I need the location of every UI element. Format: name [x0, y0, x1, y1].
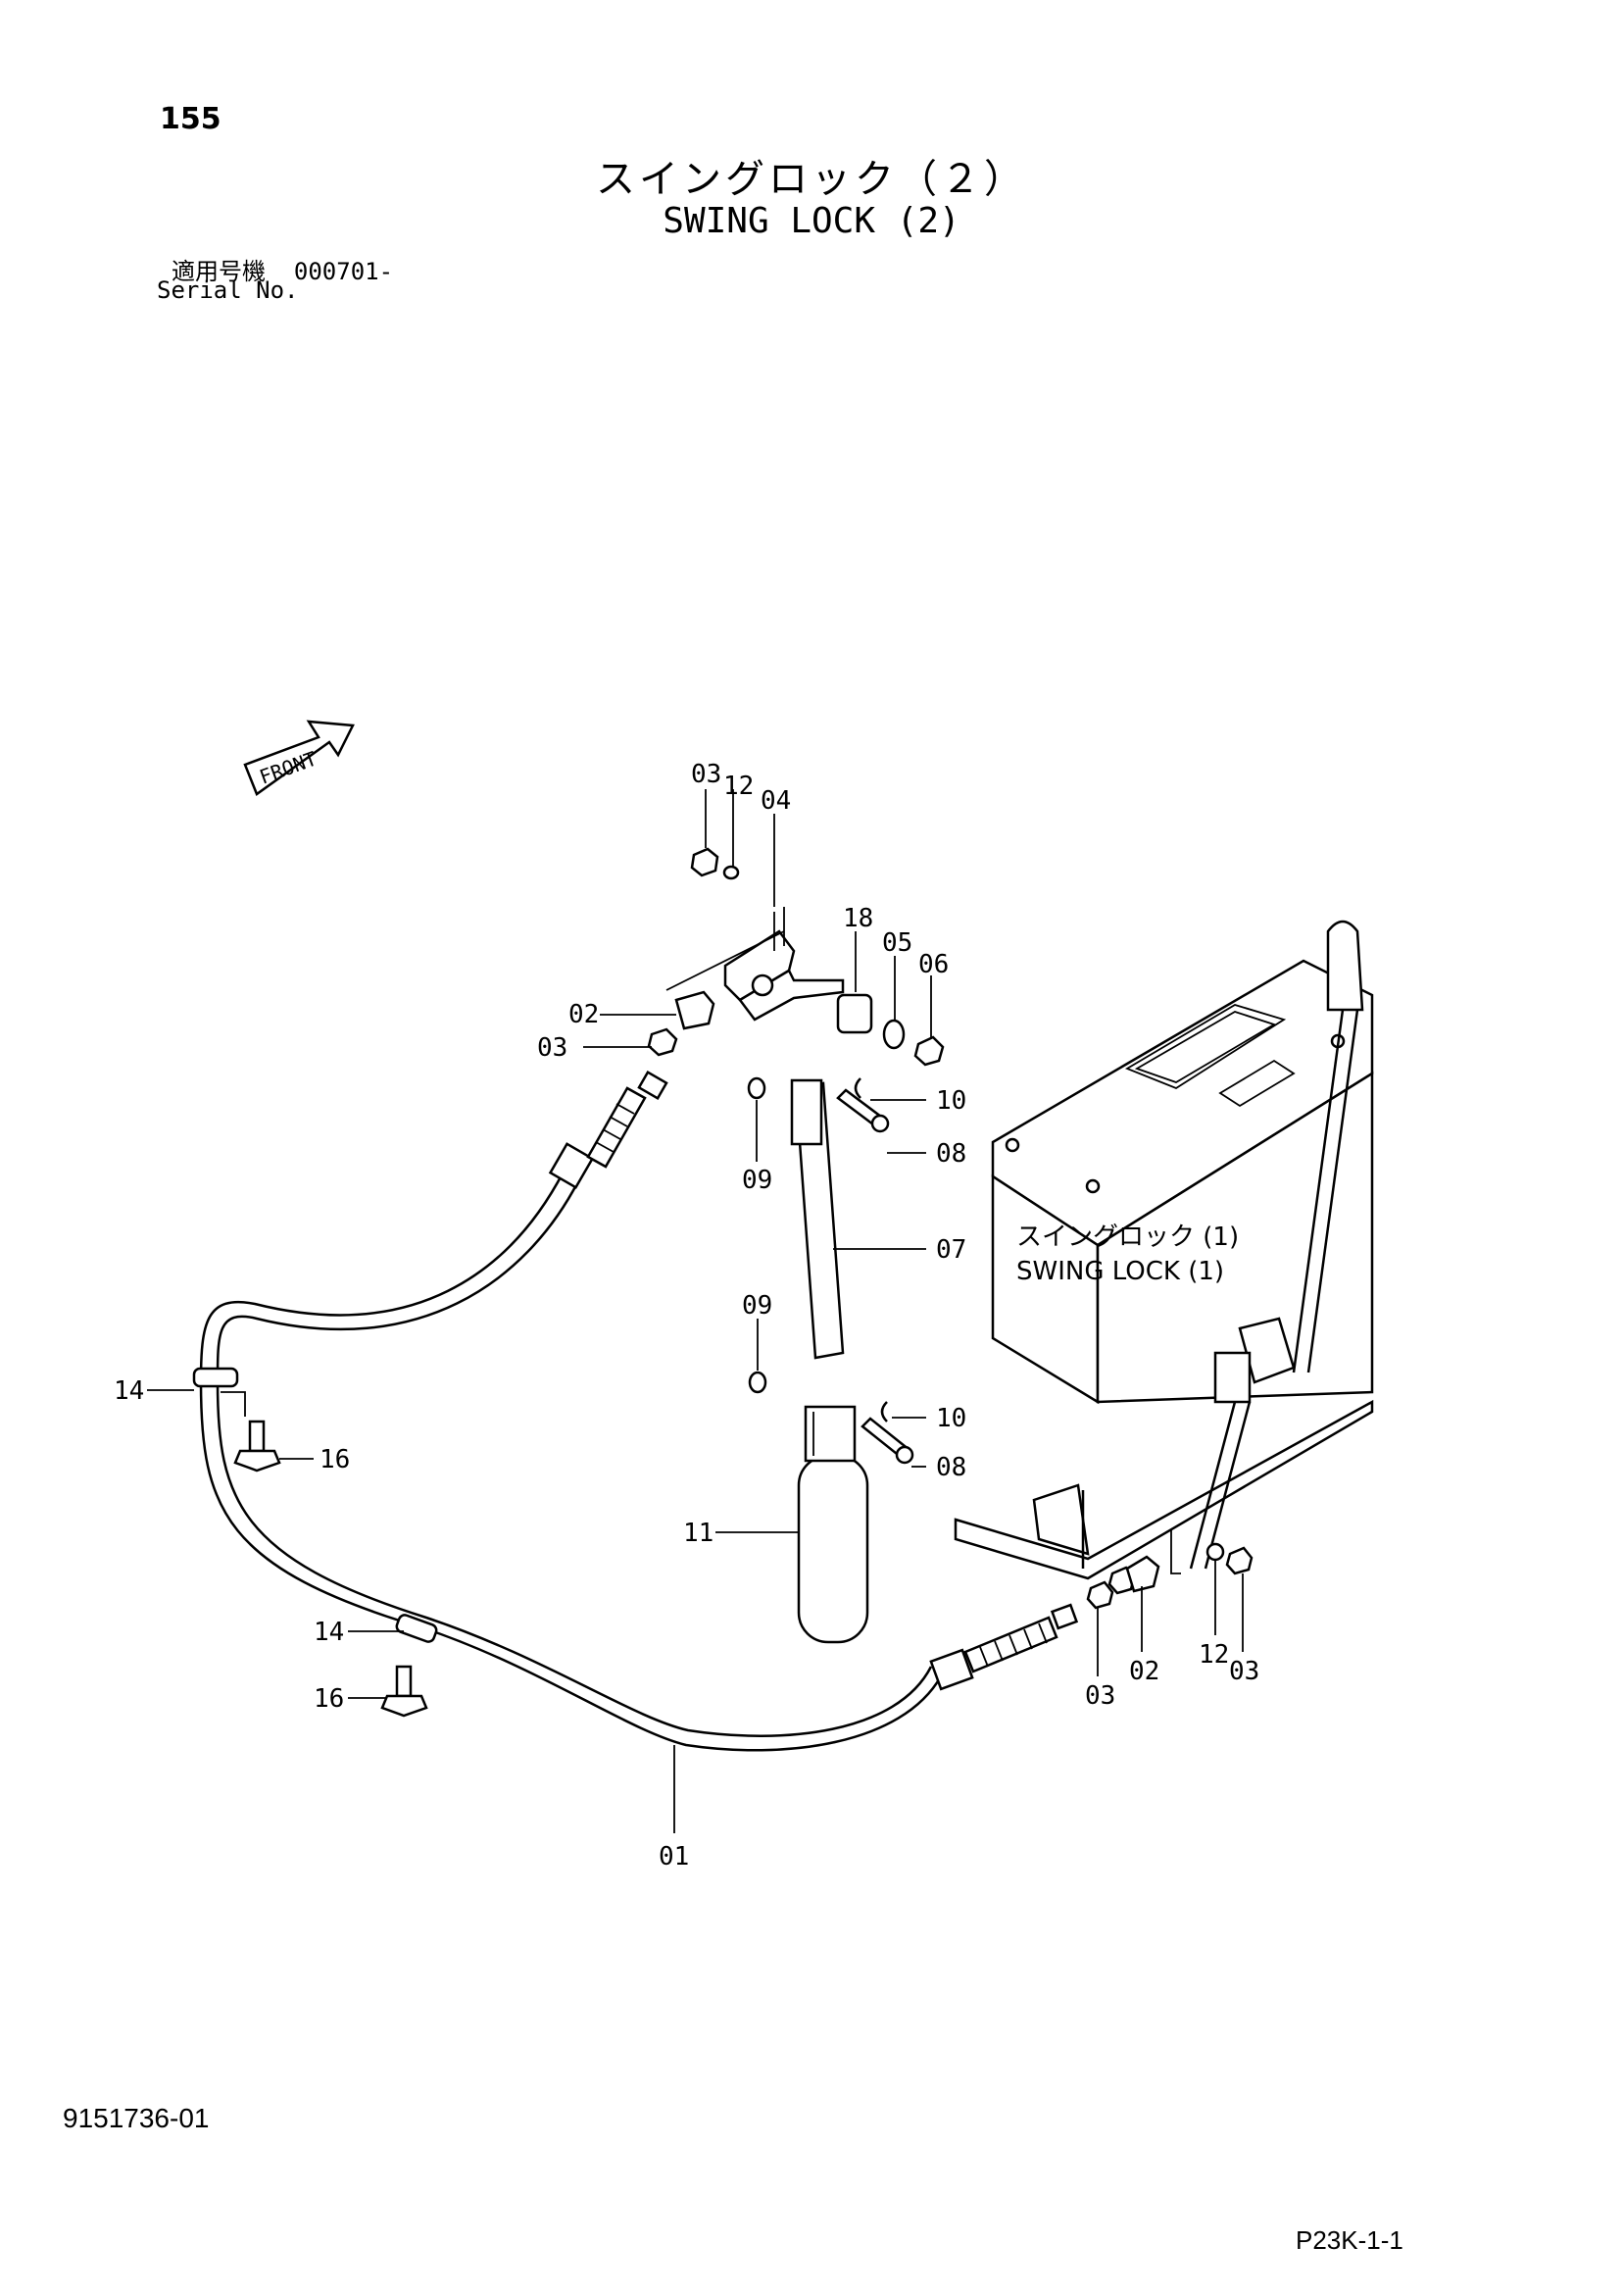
callout-01: 01	[659, 1842, 689, 1872]
washer-09-bottom	[748, 1371, 767, 1394]
washer-05	[882, 1019, 906, 1050]
cylinder	[797, 1405, 869, 1644]
bracket	[665, 907, 845, 1022]
page-number: 155	[160, 102, 221, 136]
callout-03-top: 03	[691, 760, 721, 789]
lever-box	[954, 959, 1374, 1580]
callout-10-top: 10	[936, 1086, 966, 1116]
pin-08-bottom-head	[895, 1445, 914, 1465]
callout-09-top: 09	[742, 1166, 772, 1195]
serial-label-english: Serial No.	[157, 276, 299, 304]
washer-09-top	[747, 1076, 766, 1100]
cable-assembly	[199, 1070, 1079, 1752]
nut-03-bottom-right	[1225, 1546, 1254, 1575]
callout-16-bottom: 16	[314, 1684, 344, 1714]
title-english: SWING LOCK (2)	[663, 201, 960, 241]
cotter-10-top	[854, 1077, 861, 1099]
elbow-fitting-left	[674, 990, 715, 1030]
callout-03-left: 03	[537, 1033, 567, 1063]
nut-06	[913, 1035, 945, 1067]
bolt-upper	[233, 1420, 281, 1472]
callout-08-bottom: 08	[936, 1453, 966, 1482]
callout-04: 04	[761, 786, 791, 816]
washer-top	[722, 865, 740, 880]
callout-18: 18	[843, 904, 873, 933]
callout-09-bottom: 09	[742, 1291, 772, 1321]
callout-08-top: 08	[936, 1139, 966, 1169]
page-code: P23K-1-1	[1296, 2225, 1403, 2255]
leader-lines	[147, 789, 1244, 1833]
front-arrow-icon: FRONT	[243, 720, 355, 796]
reference-note-japanese: スイングロック (1)	[1016, 1223, 1239, 1252]
callout-03-bottom-a: 03	[1085, 1681, 1115, 1711]
elbow-fitting-right	[1125, 1555, 1160, 1593]
rod	[790, 1078, 845, 1360]
pin-08-top-head	[870, 1114, 890, 1133]
callout-12-top: 12	[723, 772, 754, 801]
title-japanese: スイングロック（２）	[596, 157, 1027, 202]
serial-label-jp-text: 適用号機	[172, 258, 266, 285]
callout-02-left: 02	[568, 1000, 599, 1029]
bushing	[836, 993, 873, 1034]
callout-14-bottom: 14	[314, 1618, 344, 1647]
callout-05: 05	[882, 928, 912, 958]
callout-14-top: 14	[114, 1376, 144, 1406]
callout-06: 06	[918, 950, 949, 979]
nut-top	[690, 847, 719, 877]
bolt-lower	[380, 1665, 428, 1718]
clamp-lower	[395, 1614, 438, 1643]
callout-16-top: 16	[320, 1445, 350, 1474]
clamp-upper	[192, 1367, 246, 1417]
callout-10-bottom: 10	[936, 1404, 966, 1433]
nut-left	[647, 1027, 678, 1057]
callout-03-bottom-b: 03	[1229, 1657, 1259, 1686]
washer-12-bottom	[1205, 1542, 1225, 1562]
cotter-10-bottom	[880, 1401, 888, 1423]
serial-value: 000701-	[293, 258, 394, 285]
callout-07: 07	[936, 1235, 966, 1265]
document-number: 9151736-01	[63, 2103, 210, 2133]
callout-11: 11	[683, 1519, 713, 1548]
lever-handle	[1170, 920, 1364, 1574]
callout-12-bottom: 12	[1199, 1640, 1229, 1670]
reference-note-english: SWING LOCK (1)	[1016, 1257, 1224, 1286]
callout-02-right: 02	[1129, 1657, 1159, 1686]
serial-label-japanese: 適用号機 000701-	[172, 252, 393, 286]
nut-bottom-a	[1086, 1580, 1114, 1610]
